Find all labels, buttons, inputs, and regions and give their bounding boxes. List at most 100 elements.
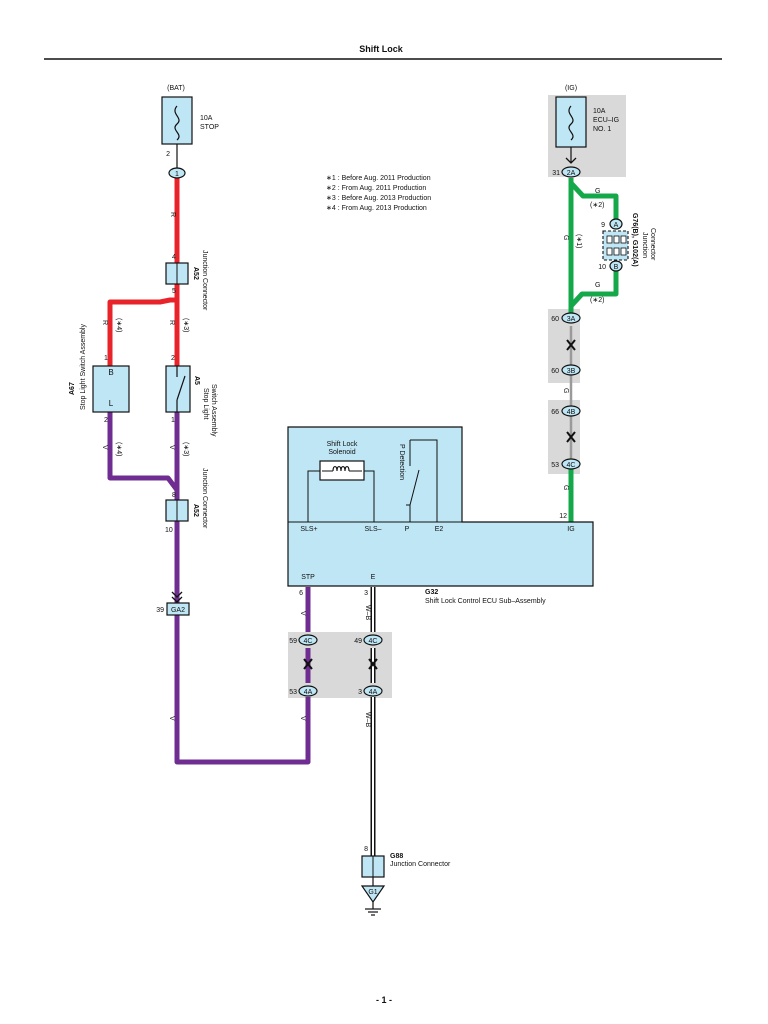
legend-item: ∗3 : Before Aug. 2013 Production: [326, 195, 431, 202]
fuse-bat-name: STOP: [200, 124, 219, 131]
a5-contact-blade: [176, 375, 186, 401]
g76-pin-10: 10: [598, 264, 606, 271]
fuse-bat: (BAT) 10A STOP 2 1: [161, 85, 219, 179]
junction-a52-top-pin-4: 4: [172, 254, 176, 261]
wire-label-g-left: G: [562, 235, 569, 240]
legend-item: ∗1 : Before Aug. 2011 Production: [326, 175, 431, 182]
connector-3a-pin: 60: [551, 316, 559, 323]
junction-a52-bottom-code: A52: [192, 504, 199, 517]
note-n3-red: (∗3): [182, 318, 189, 332]
connector-e-4a-pin: 3: [358, 689, 362, 696]
terminal-1-label: 1: [175, 171, 179, 178]
junction-a52-bottom-pin-10: 10: [165, 527, 173, 534]
connector-stp-4a-label: 4A: [304, 689, 313, 696]
ecu-term-stp: STP: [301, 574, 315, 581]
fuse-bat-element: [174, 105, 180, 141]
ig-chain-connectors: 3A 60 3B 60 G 4B 66 4C 53: [551, 312, 581, 470]
p-detection-switch-wire: [406, 439, 438, 522]
connector-4b: [561, 405, 581, 417]
wire-label-v-a5: V: [168, 445, 175, 450]
bottom-chain-connectors: 4C 59 4A 53 4C 49 4A 3: [289, 634, 383, 697]
g76-term-a-label: A: [614, 222, 619, 229]
wire-label-r-a67: R: [101, 320, 108, 325]
junction-g76-g102: A 9 B 10 G76(B), G102(A) Junction Connec…: [598, 213, 656, 272]
note-n4-purple: (∗4): [115, 442, 122, 456]
diagram-title: Shift Lock: [359, 44, 403, 54]
junction-a52-bottom: 8 10 A52 Junction Connector: [165, 468, 208, 534]
g76-term-a: [609, 218, 623, 230]
wire-label-wb-bottom: W–B: [364, 712, 371, 728]
chevron-3a-3b: [566, 339, 576, 351]
junction-a52-top-name: Junction Connector: [201, 250, 208, 311]
ga2-chevron-1: [171, 591, 183, 598]
ecu-pin-6: 6: [299, 590, 303, 597]
chevron-stp: [303, 658, 313, 670]
terminal-1: [168, 167, 186, 179]
a67-term-b: B: [108, 368, 113, 377]
g76-cell: [606, 235, 613, 244]
note-n2-top: (∗2): [590, 202, 604, 209]
connector-3b: [561, 364, 581, 376]
g88-pin: 8: [364, 846, 368, 853]
ga2-term: GA2: [171, 607, 185, 614]
connector-4b-label: 4B: [567, 409, 576, 416]
switch-a5: 2 1 A5 Stop Light Switch Assembly: [165, 355, 217, 437]
connector-e-4a-label: 4A: [369, 689, 378, 696]
connector-stp-4a: [298, 685, 318, 697]
g88-name: Junction Connector: [390, 861, 451, 868]
ecu-pin-12: 12: [559, 513, 567, 520]
ecu-internal-wire-sls-minus: [364, 470, 375, 522]
a67-pin-1: 1: [104, 355, 108, 362]
fuse-ig-pin: 31: [552, 170, 560, 177]
ecu-code: G32: [425, 589, 438, 596]
note-n3-purple: (∗3): [182, 442, 189, 456]
fuse-ig-name-1: ECU–IG: [593, 117, 619, 124]
g76-cell: [606, 247, 613, 256]
connector-3a: [561, 312, 581, 324]
g76-pin-9: 9: [601, 222, 605, 229]
legend-item: ∗4 : From Aug. 2013 Production: [326, 205, 427, 212]
wire-label-g-mid: G: [595, 282, 600, 289]
fuse-ig-chevron: [565, 157, 577, 164]
a67-code: A67: [69, 382, 76, 395]
junction-g88: 8 G88 Junction Connector: [361, 846, 451, 886]
connector-3b-pin: 60: [551, 368, 559, 375]
connector-4c: [561, 458, 581, 470]
a67-pin-2: 2: [104, 417, 108, 424]
ecu-g32: Shift Lock Solenoid P Detection SLS+ SLS…: [287, 426, 594, 605]
ecu-term-e: E: [371, 574, 376, 581]
ecu-term-sls-plus: SLS+: [300, 526, 317, 533]
fuse-bat-rating: 10A: [200, 115, 213, 122]
wire-red: [107, 178, 180, 366]
a67-name: Stop Light Switch Assembly: [80, 324, 87, 410]
wire-label-g-top: G: [595, 188, 600, 195]
junction-a52-top-pin-5: 5: [172, 288, 176, 295]
wire-purple: [107, 412, 311, 765]
connector-stp-4c: [298, 634, 318, 646]
fuse-ig: (IG) 10A ECU–IG NO. 1 2A 31: [552, 85, 619, 178]
junction-a52-top: 4 5 A52 Junction Connector: [165, 250, 208, 311]
wire-label-g-ecu: G: [562, 485, 569, 490]
note-n2-bottom: (∗2): [590, 297, 604, 304]
legend: ∗1 : Before Aug. 2011 Production ∗2 : Fr…: [326, 175, 431, 212]
fuse-bat-box: [161, 96, 193, 145]
junction-a52-bottom-pin-8: 8: [172, 492, 176, 499]
connector-3a-label: 3A: [567, 316, 576, 323]
chevron-4b-4c: [566, 431, 576, 443]
g76-box: [602, 230, 629, 261]
a5-name-2: Switch Assembly: [210, 384, 217, 437]
fuse-bat-pin: 2: [166, 151, 170, 158]
g76-name-2: Connector: [649, 228, 656, 261]
ecu-name: Shift Lock Control ECU Sub–Assembly: [425, 598, 546, 605]
ground-term: G1: [368, 889, 377, 896]
a67-term-l: L: [109, 399, 114, 408]
ecu-term-e2: E2: [435, 526, 444, 533]
note-n1: (∗1): [575, 234, 582, 248]
connector-ga2: GA2 39: [156, 591, 190, 616]
solenoid-label-2: Solenoid: [328, 449, 355, 456]
a5-name-1: Stop Light: [202, 388, 209, 420]
junction-a52-top-code: A52: [192, 267, 199, 280]
connector-e-4c-pin: 49: [354, 638, 362, 645]
ecu-term-sls-minus: SLS–: [364, 526, 381, 533]
